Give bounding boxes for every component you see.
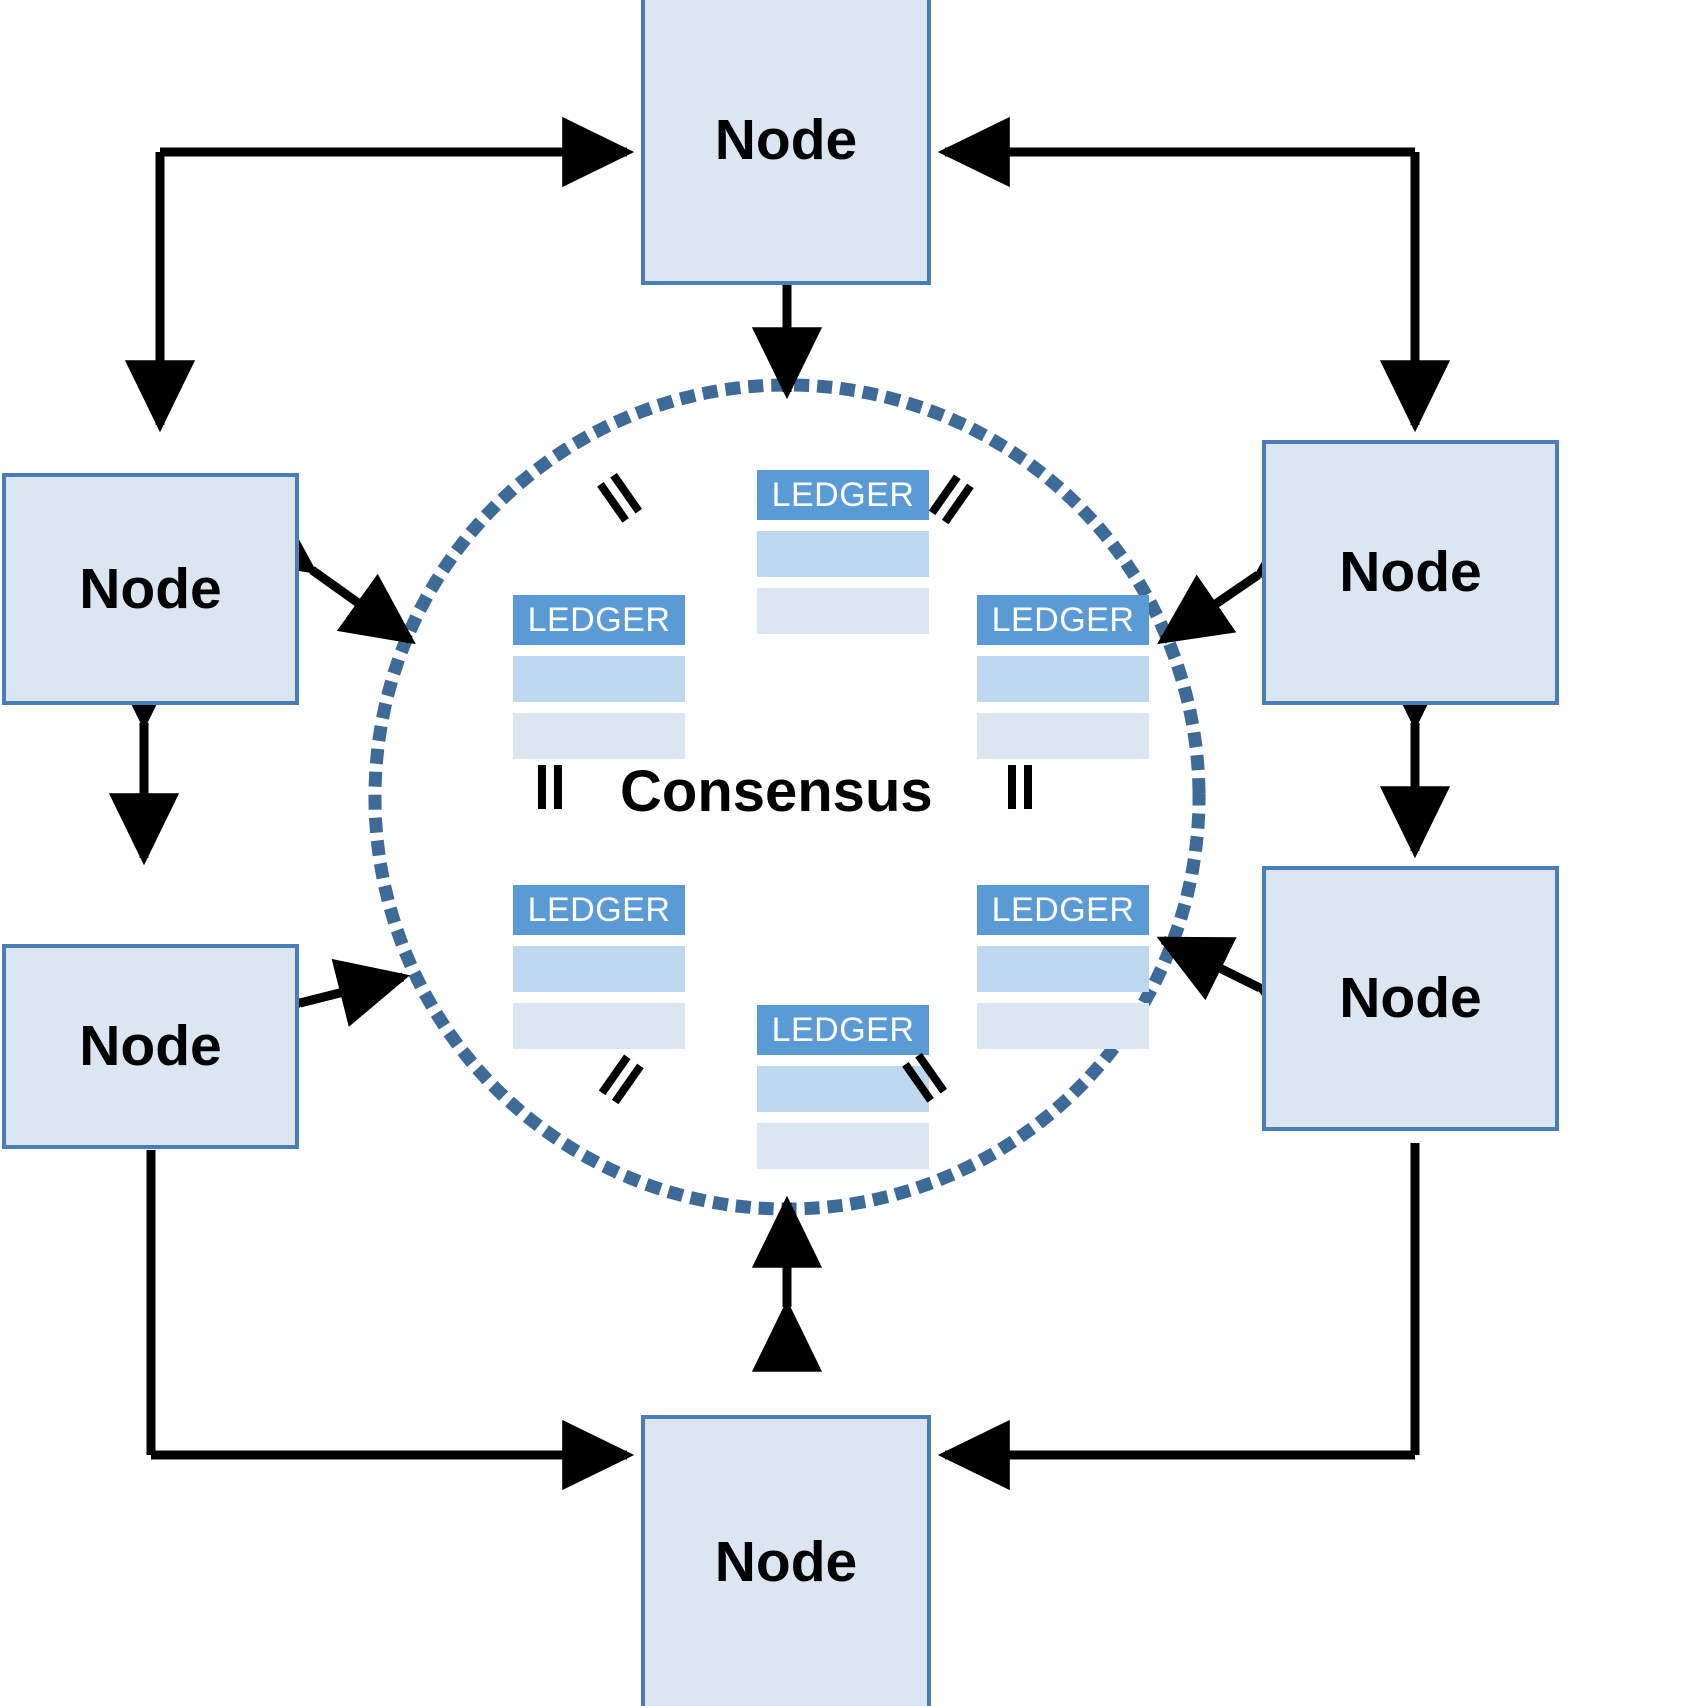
conn-left-lower-to-circle (228, 958, 410, 1053)
node-top[interactable]: Node (641, 0, 931, 285)
ledger-left-lower[interactable]: LEDGER (513, 885, 685, 1049)
node-left-upper[interactable]: Node (2, 473, 299, 705)
conn-left-lower-to-bottom (146, 1150, 635, 1491)
node-left-lower[interactable]: Node (2, 944, 299, 1149)
ledger-top[interactable]: LEDGER (757, 470, 929, 634)
equals-icon-bottom-left (589, 1046, 653, 1110)
ledger-row-mid (513, 656, 685, 702)
conn-right-lower-to-bottom (937, 1143, 1420, 1491)
node-label: Node (79, 1014, 222, 1078)
node-label: Node (1339, 540, 1482, 604)
consensus-label: Consensus (620, 759, 933, 824)
ledger-row-mid (757, 1066, 929, 1112)
node-label: Node (1339, 966, 1482, 1030)
equals-icon-mid-right (996, 763, 1042, 809)
ledger-right-lower[interactable]: LEDGER (977, 885, 1149, 1049)
node-right-upper[interactable]: Node (1262, 440, 1559, 705)
conn-left-upper-to-circle (238, 503, 416, 645)
conn-right-lower-to-circle (1156, 935, 1334, 1049)
ledger-row-mid (977, 946, 1149, 992)
ledger-row-light (513, 1003, 685, 1049)
ledger-left-upper[interactable]: LEDGER (513, 595, 685, 759)
ledger-row-mid (977, 656, 1149, 702)
ledger-header: LEDGER (977, 885, 1149, 935)
ledger-row-light (513, 713, 685, 759)
ledger-row-mid (513, 946, 685, 992)
ledger-bottom[interactable]: LEDGER (757, 1005, 929, 1169)
ledger-header: LEDGER (757, 1005, 929, 1055)
ledger-header: LEDGER (757, 470, 929, 520)
ledger-right-upper[interactable]: LEDGER (977, 595, 1149, 759)
node-label: Node (79, 556, 222, 621)
node-label: Node (714, 1530, 858, 1594)
node-label: Node (714, 108, 858, 172)
ledger-row-light (977, 713, 1149, 759)
conn-left-upper-to-top (124, 116, 635, 433)
equals-icon-mid-left (526, 763, 572, 809)
equals-icon-top-left (589, 466, 653, 530)
node-bottom[interactable]: Node (641, 1415, 931, 1706)
conn-right-upper-to-circle (1157, 509, 1332, 645)
ledger-row-light (757, 588, 929, 634)
ledger-header: LEDGER (513, 885, 685, 935)
conn-right-upper-to-top (937, 116, 1451, 433)
ledger-row-mid (757, 531, 929, 577)
node-right-lower[interactable]: Node (1262, 866, 1559, 1131)
ledger-row-light (977, 1003, 1149, 1049)
ledger-header: LEDGER (977, 595, 1149, 645)
ledger-header: LEDGER (513, 595, 685, 645)
ledger-row-light (757, 1123, 929, 1169)
